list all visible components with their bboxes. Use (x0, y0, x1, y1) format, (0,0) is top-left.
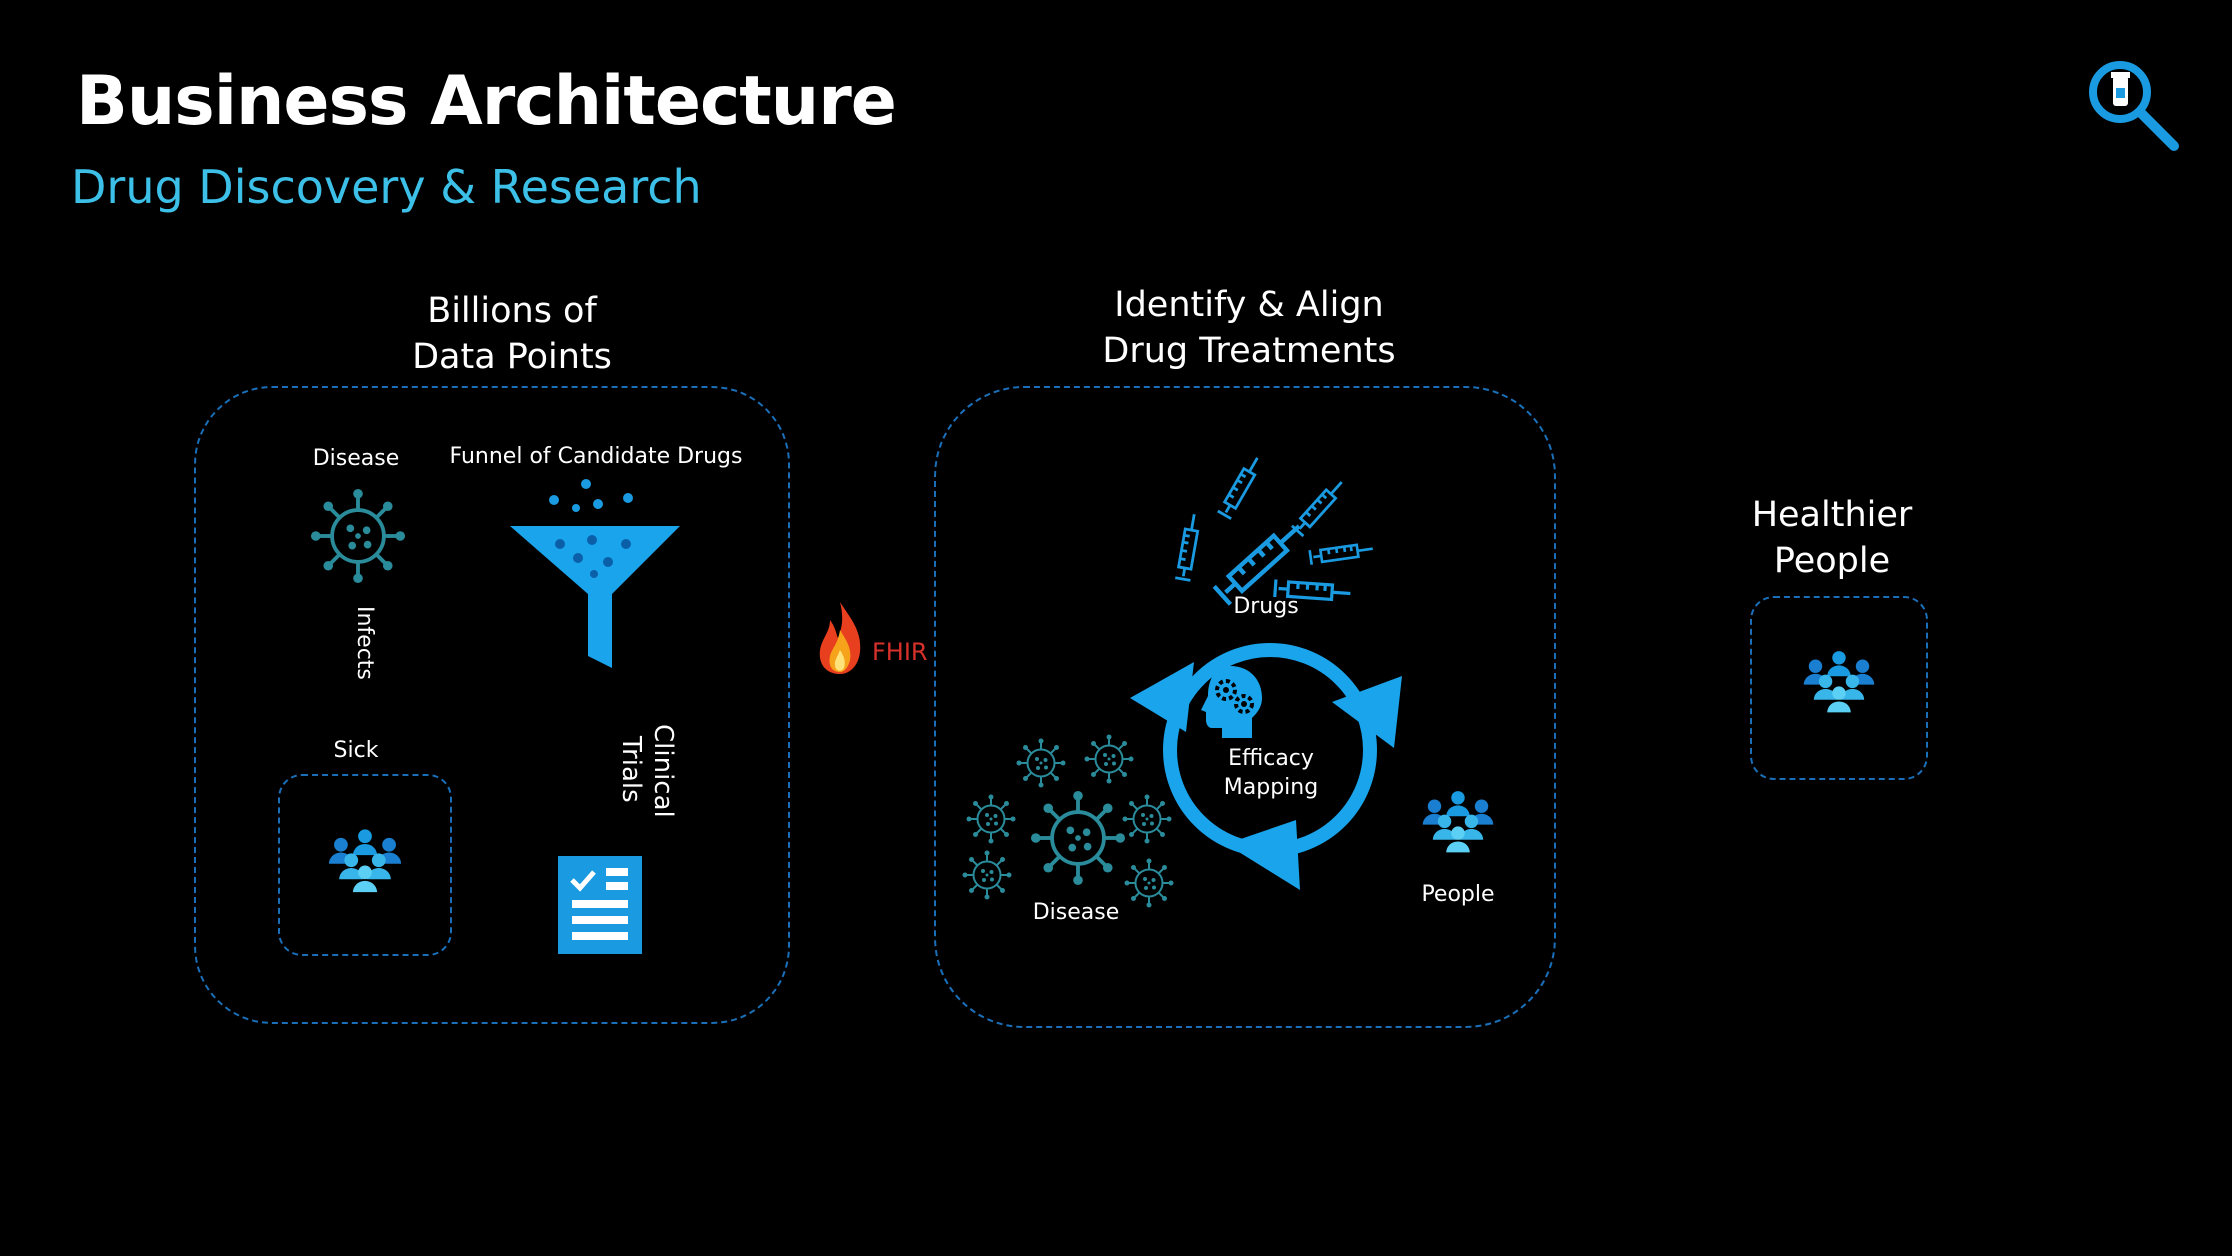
healthier-people-box (1750, 596, 1928, 780)
syringe-icon (1173, 511, 1204, 582)
syringe-icon (1290, 475, 1349, 538)
clinical-trials-label: Clinical Trials (614, 724, 684, 820)
people-group-icon (1797, 644, 1881, 722)
right-panel-heading: Healthier People (1682, 492, 1982, 584)
efficacy-line2: Mapping (1223, 775, 1319, 800)
syringe-icon (1216, 452, 1266, 521)
drugs-label: Drugs (1233, 594, 1299, 619)
funnel-label: Funnel of Candidate Drugs (449, 444, 743, 469)
middle-panel-heading: Identify & Align Drug Treatments (1074, 282, 1424, 374)
infects-label: Infects (352, 606, 377, 680)
clinical-line1: Clinical (648, 724, 678, 818)
drugs-cluster (1160, 440, 1380, 590)
sick-label: Sick (333, 738, 379, 763)
efficacy-line1: Efficacy (1228, 746, 1314, 771)
disease-cluster (962, 734, 1186, 910)
left-heading-line2: Data Points (412, 337, 612, 377)
middle-panel-box (934, 386, 1556, 1028)
virus-icon (962, 850, 1012, 900)
virus-icon (310, 488, 406, 584)
sick-box (278, 774, 452, 956)
middle-heading-line1: Identify & Align (1114, 285, 1384, 325)
funnel-icon (508, 478, 682, 672)
efficacy-cycle (1124, 628, 1416, 894)
efficacy-label: Efficacy Mapping (1196, 744, 1346, 802)
left-heading-line1: Billions of (427, 291, 597, 331)
head-gears-icon (1200, 664, 1266, 740)
virus-icon (1122, 794, 1172, 844)
virus-icon (1016, 738, 1066, 788)
virus-icon (966, 794, 1016, 844)
page-title: Business Architecture (76, 62, 897, 141)
right-heading-line2: People (1773, 541, 1891, 581)
right-heading-line1: Healthier (1751, 495, 1913, 535)
people-group-icon (1416, 784, 1500, 862)
flame-icon (816, 600, 864, 676)
fhir-label: FHIR (872, 638, 928, 666)
magnifier-vial-icon (2086, 58, 2182, 154)
clinical-line2: Trials (616, 736, 646, 803)
people-label: People (1421, 882, 1495, 907)
left-disease-label: Disease (312, 446, 400, 471)
syringe-icon (1308, 540, 1376, 567)
left-panel-box (194, 386, 790, 1024)
checklist-icon (558, 856, 642, 954)
people-group-icon (322, 822, 408, 902)
left-panel-heading: Billions of Data Points (362, 288, 662, 380)
middle-heading-line2: Drug Treatments (1102, 331, 1396, 371)
virus-icon (1030, 790, 1126, 886)
middle-disease-label: Disease (1032, 900, 1120, 925)
page-subtitle: Drug Discovery & Research (71, 160, 702, 214)
virus-icon (1084, 734, 1134, 784)
